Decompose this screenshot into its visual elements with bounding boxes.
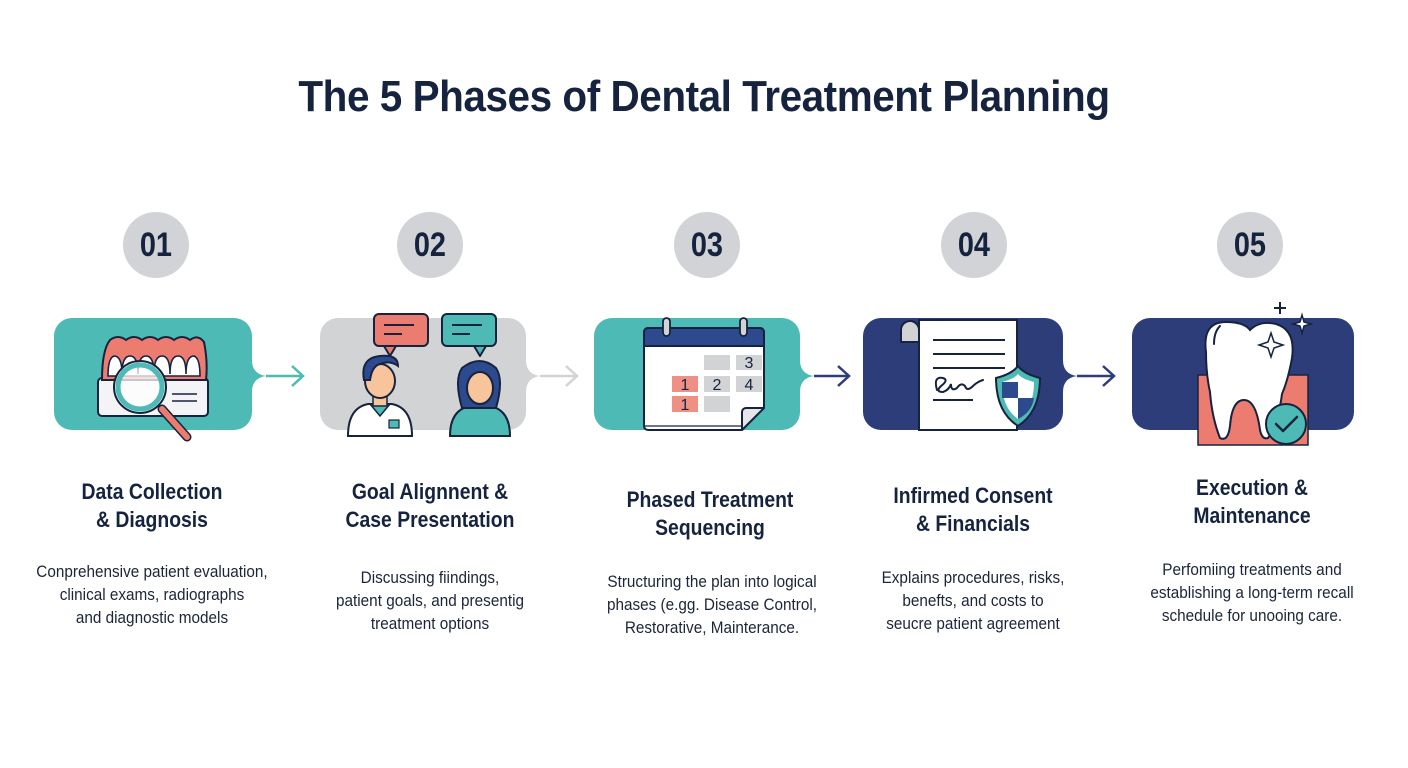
phase-description: Conprehensive patient evaluation, clinic…: [36, 562, 268, 627]
phase-number-badge: 01: [123, 212, 189, 278]
phase-number-badge: 03: [674, 212, 740, 278]
arrow-right-icon: [540, 365, 579, 387]
phase-2-card: [320, 313, 579, 437]
phase-number: 01: [139, 225, 173, 264]
calendar-cell: 1: [681, 377, 690, 394]
phase-heading: Execution & Maintenance: [1193, 475, 1311, 528]
phase-number: 05: [1233, 225, 1267, 264]
arrow-right-icon: [266, 365, 305, 387]
phase-description: Discussing fiindings, patient goals, and…: [336, 568, 524, 633]
phase-heading: Goal Alignnent & Case Presentation: [345, 479, 515, 532]
phase-heading: Phased Treatment Sequencing: [626, 487, 794, 540]
phase-description: Explains procedures, risks, benefts, and…: [881, 568, 1065, 633]
phase-number: 04: [957, 225, 991, 264]
phase-4-card: [863, 318, 1116, 431]
phase-5: 05 Execution & Maintenance Perfomiing tr…: [1102, 0, 1372, 768]
phase-number-badge: 02: [397, 212, 463, 278]
calendar-sequence-icon: 3 1 2 4 1: [643, 317, 765, 431]
phase-2: 02 Goal Alignne: [290, 0, 579, 768]
phase-number-badge: 04: [941, 212, 1007, 278]
dentist-patient-conversation-icon: [346, 313, 512, 437]
arrow-right-icon: [1077, 365, 1116, 387]
phase-heading: Infirmed Consent & Financials: [893, 483, 1053, 536]
phase-3-card: 3 1 2 4 1: [594, 317, 851, 431]
phase-1-card: [54, 318, 305, 442]
phase-4: 04 Infirmed Consent & Financials Explain…: [833, 0, 1116, 768]
phase-number: 02: [413, 225, 447, 264]
phase-5-card: [1132, 302, 1354, 446]
page-title: The 5 Phases of Dental Treatment Plannin…: [298, 72, 1110, 121]
phase-heading: Data Collection & Diagnosis: [81, 479, 223, 532]
phase-number-badge: 05: [1217, 212, 1283, 278]
phase-3: 03 3 1 2 4 1 Phased Treatme: [564, 0, 851, 768]
phase-1: 01 Data Collection & Diagnosis Conprehen…: [22, 0, 305, 768]
phase-description: Structuring the plan into logical phases…: [606, 572, 818, 637]
signed-document-shield-icon: [900, 319, 1042, 431]
phase-description: Perfomiing treatments and establishing a…: [1150, 560, 1354, 625]
tooth-check-sparkle-icon: [1197, 302, 1314, 446]
phase-number: 03: [690, 225, 724, 264]
calendar-cell: 4: [745, 377, 754, 394]
calendar-cell: 3: [745, 355, 754, 372]
arrow-right-icon: [814, 365, 851, 387]
calendar-cell: 2: [713, 377, 722, 394]
calendar-cell: 1: [681, 397, 690, 414]
teeth-magnifier-icon: [97, 336, 209, 442]
